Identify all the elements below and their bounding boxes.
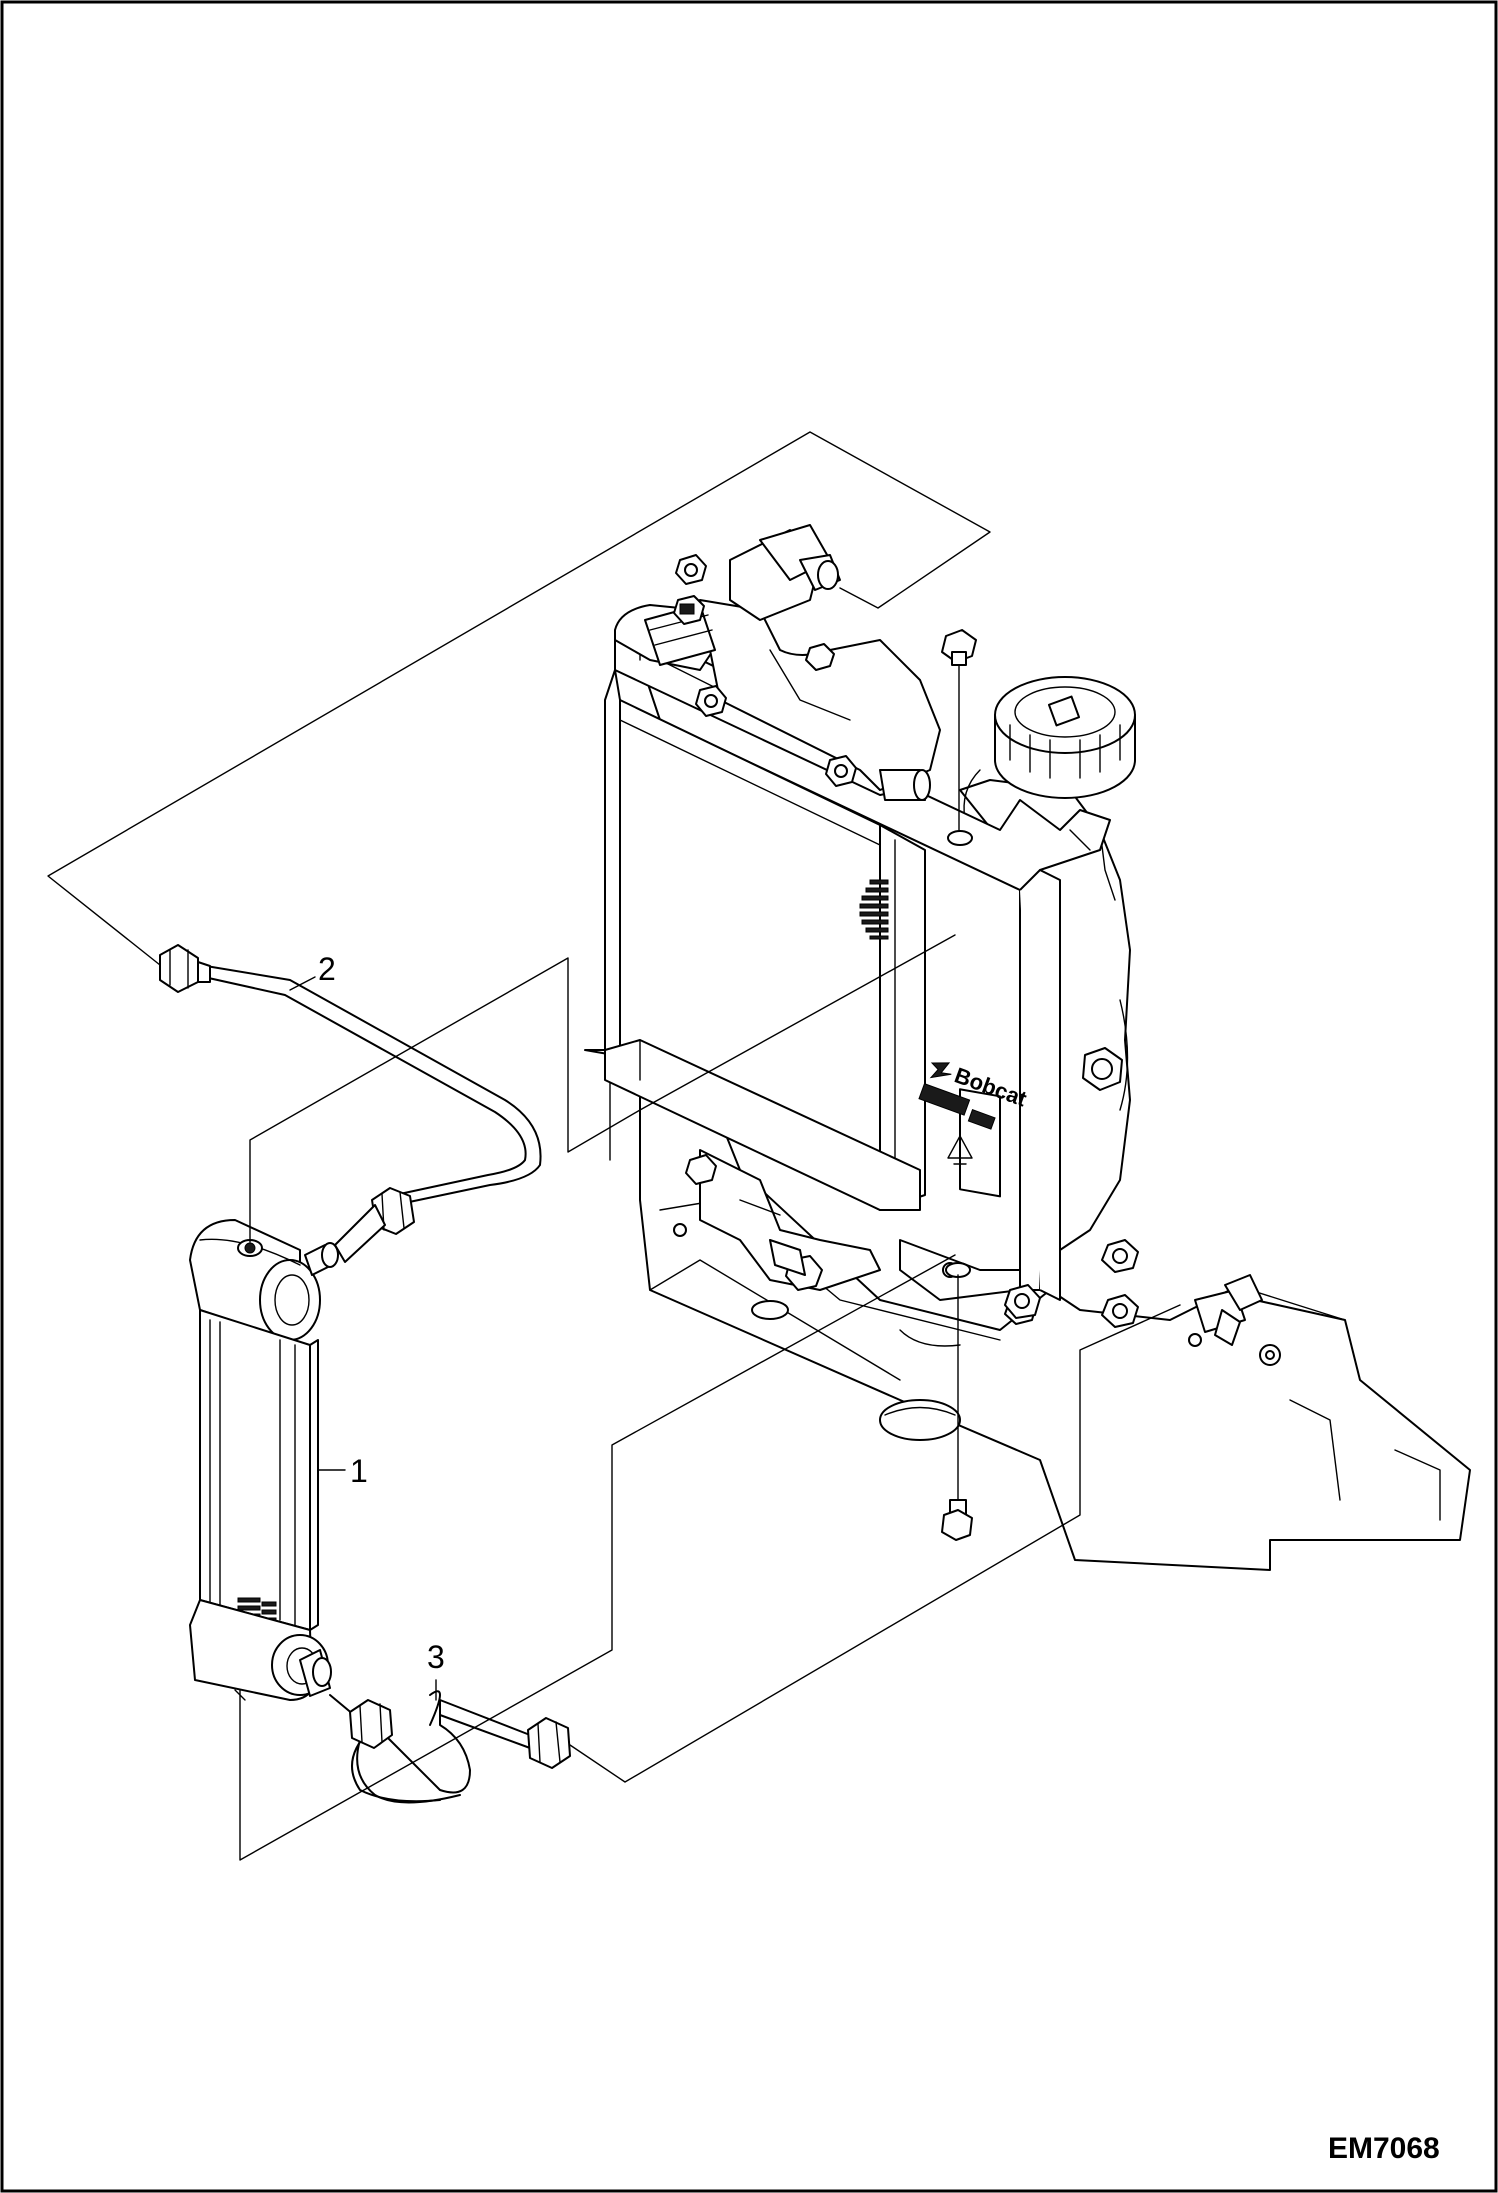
lower-bolt [941, 1262, 973, 1541]
callout-1: 1 [317, 1453, 368, 1489]
assembly-lines [47, 431, 1181, 1861]
lower-fittings [685, 1149, 881, 1291]
callout-2: 2 [289, 951, 336, 991]
upper-fittings [614, 524, 941, 801]
callout-3-label: 3 [427, 1639, 445, 1675]
hose-lower [329, 1690, 571, 1804]
hose-upper [159, 944, 542, 1263]
callout-2-label: 2 [318, 951, 336, 987]
fin-pattern [859, 879, 889, 940]
callout-3: 3 [427, 1639, 445, 1701]
upper-bolt [941, 629, 977, 846]
recycle-symbol [947, 1135, 973, 1165]
oil-cooler [189, 1219, 339, 1701]
figure-id: EM7068 [1328, 2132, 1440, 2165]
tee-fitting [1194, 1274, 1281, 1366]
callout-1-label: 1 [350, 1453, 368, 1489]
